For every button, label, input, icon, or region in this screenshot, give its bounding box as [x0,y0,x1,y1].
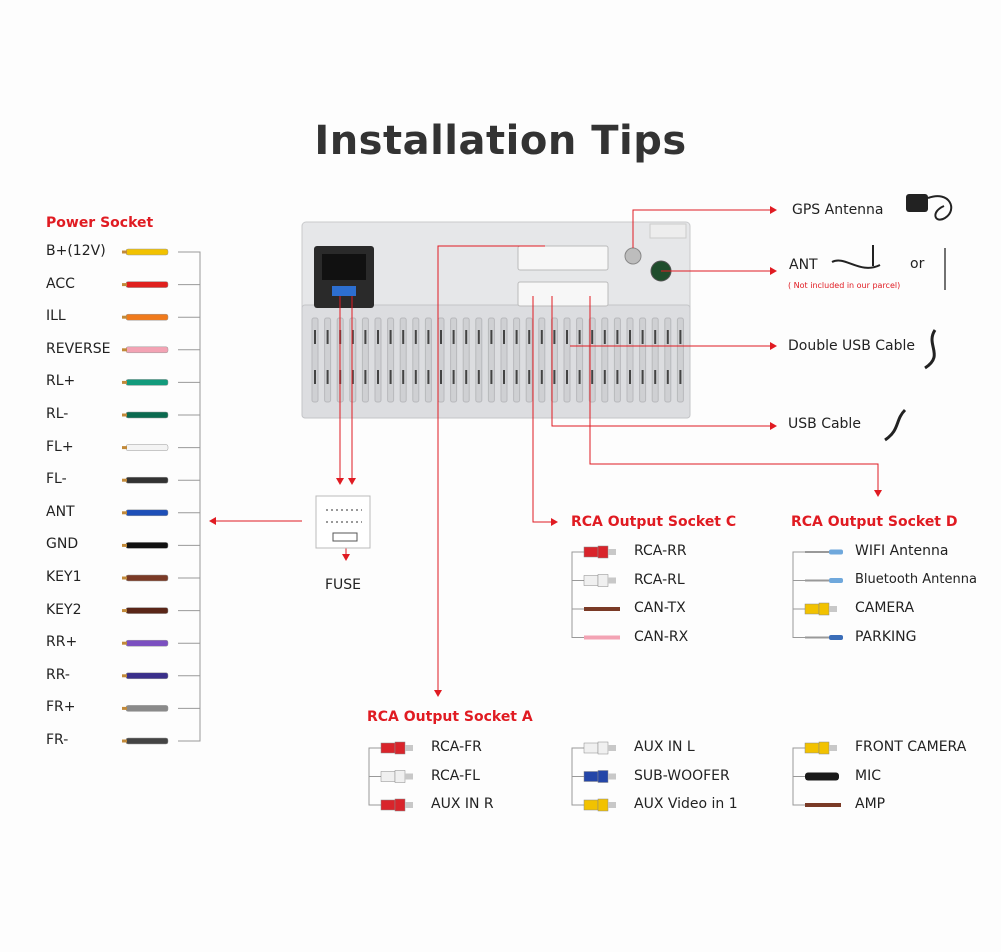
power-wire [122,444,200,451]
connector [369,798,413,812]
power-wire [122,248,200,256]
power-wire [122,672,200,680]
power-wire-label: FR- [46,732,69,748]
power-wire [122,411,200,419]
connector [572,741,616,755]
connection-lines [209,206,882,697]
connector-label: SUB-WOOFER [634,767,730,784]
ant-note: ( Not included in our parcel) [788,281,901,290]
head-unit [301,221,691,419]
fuse-label: FUSE [325,577,362,593]
power-wire-label: KEY1 [46,569,82,585]
usb-label: USB Cable [788,416,861,432]
connector-bottom [517,281,609,307]
connector [572,635,620,640]
power-wire-label: FL- [46,471,67,488]
power-wire [122,542,200,549]
power-wire [122,737,200,745]
connector-label: AUX IN R [431,796,494,812]
power-wire [122,281,200,288]
power-wire-label: ILL [46,308,66,325]
socket-c-title: RCA Output Socket C [571,514,737,530]
power-wire-label: FR+ [46,699,76,716]
usb-cable-icon [884,408,907,442]
connector-label: CAN-RX [634,628,689,645]
connector-label: RCA-FL [431,767,480,784]
power-wire-label: RL- [46,406,69,422]
gps-antenna-label: GPS Antenna [792,202,884,218]
connector-label: MIC [855,767,881,784]
socket-c-connectors [571,545,620,640]
power-wire-label: RR+ [46,634,78,651]
power-socket-title: Power Socket [46,215,154,231]
power-wire-label: REVERSE [46,340,111,357]
power-wire-label: RR- [46,666,70,683]
fuse-box [315,495,371,549]
connector [793,741,837,755]
connector [793,578,843,583]
page-title: Installation Tips [314,118,687,164]
power-wire-label: RL+ [46,373,76,390]
power-wire-label: B+(12V) [46,243,106,259]
power-wire-label: KEY2 [46,601,82,618]
connector-label: AUX Video in 1 [634,796,738,812]
connector [572,798,616,812]
connector-label: AMP [855,796,886,812]
double-usb-label: Double USB Cable [788,338,915,354]
power-wire-label: GND [46,536,79,553]
connector-label: AUX IN L [634,739,695,755]
gps-socket [624,247,642,265]
power-wire [122,379,200,386]
connector-label: RCA-FR [431,739,482,755]
connector [369,741,413,755]
connector [572,607,620,611]
or-label: or [910,256,925,272]
power-wire [122,346,200,354]
ant-label: ANT [789,257,818,273]
connector [793,635,843,640]
connector [793,803,841,807]
power-wire [122,607,200,614]
connector [572,770,616,783]
power-wire [122,509,200,517]
connector [572,574,616,587]
power-wire-label: FL+ [46,438,74,455]
ant-antenna-icon [831,245,946,290]
connector-label: PARKING [855,628,917,645]
power-wire-label: ACC [46,275,75,292]
socket-d-title: RCA Output Socket D [791,514,958,530]
power-wire [122,705,200,712]
power-wire [122,574,200,582]
socket-a-title: RCA Output Socket A [367,709,533,725]
power-wire [122,639,200,647]
power-wires [122,248,201,745]
connector [369,770,413,783]
connector [793,772,839,781]
socket-a-col1-connectors [368,741,413,812]
connector-label: RCA-RL [634,571,685,588]
fuse-slot [332,286,356,296]
connector-label: Bluetooth Antenna [855,571,977,587]
connector-top [517,245,609,271]
connector-label: FRONT CAMERA [855,739,967,755]
connector-label: CAN-TX [634,600,686,616]
power-wire [122,476,200,484]
double-usb-cable-icon [924,329,937,370]
connector-label: WIFI Antenna [855,543,949,559]
connector [793,602,837,616]
socket-d-connectors [792,549,843,640]
connector-label: RCA-RR [634,543,687,559]
power-wire-label: ANT [46,503,75,520]
connector-label: CAMERA [855,600,915,616]
connector [793,549,843,555]
socket-a-col3-connectors [792,741,841,807]
connector [572,545,616,559]
gps-antenna-icon [906,194,953,221]
power-wire [122,313,200,321]
socket-a-col2-connectors [571,741,616,812]
